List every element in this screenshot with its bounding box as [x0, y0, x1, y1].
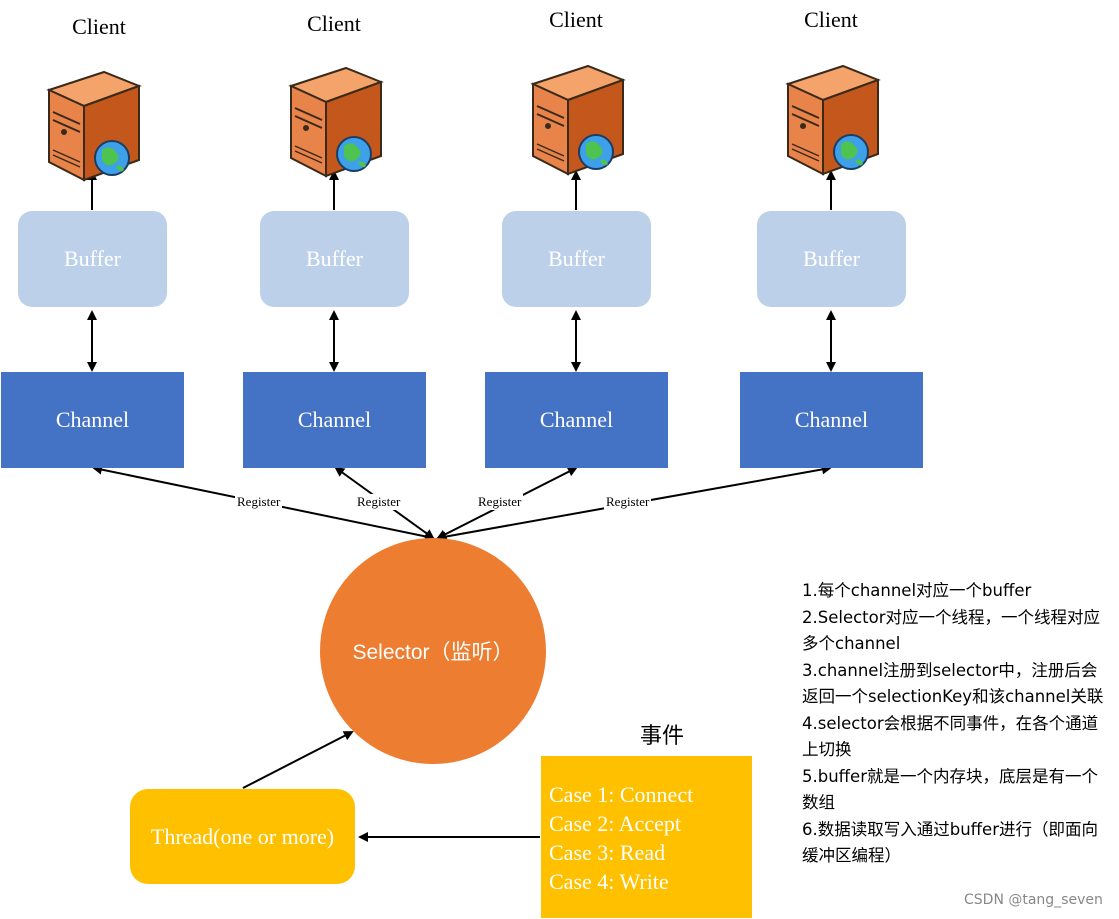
register-label: Register [476, 494, 524, 510]
note-item: 1.每个channel对应一个buffer [802, 581, 1032, 600]
event-case: Case 1: Connect [549, 782, 694, 807]
globe-icon [336, 136, 372, 172]
note-item: 6.数据读取写入通过buffer进行（即面向缓冲区编程） [802, 819, 1098, 866]
register-label: Register [604, 494, 652, 510]
server-icon [785, 64, 881, 176]
event-case: Case 2: Accept [549, 811, 681, 836]
buffer-box: Buffer [502, 211, 651, 307]
buffer-box: Buffer [260, 211, 409, 307]
channel-box: Channel [243, 372, 426, 468]
note-item: 3.channel注册到selector中，注册后会返回一个selectionK… [802, 660, 1104, 707]
watermark: CSDN @tang_seven [964, 892, 1103, 908]
server-icon [530, 64, 626, 176]
globe-icon [578, 134, 614, 170]
server-icon [46, 70, 142, 182]
server-icon [288, 66, 384, 178]
channel-box: Channel [740, 372, 923, 468]
register-label: Register [355, 494, 403, 510]
globe-icon [94, 140, 130, 176]
notes-list: 1.每个channel对应一个buffer 2.Selector对应一个线程，一… [802, 578, 1112, 870]
thread-to-selector-arrow [242, 731, 354, 789]
note-item: 4.selector会根据不同事件，在各个通道上切换 [802, 713, 1099, 760]
client-label: Client [307, 11, 361, 36]
selector-circle: Selector（监听） [320, 538, 546, 764]
buffer-box: Buffer [18, 211, 167, 307]
client-label: Client [549, 7, 603, 32]
channel-box: Channel [485, 372, 668, 468]
events-box: Case 1: Connect Case 2: Accept Case 3: R… [541, 756, 752, 918]
client-label: Client [804, 7, 858, 32]
register-label: Register [235, 494, 283, 510]
event-case: Case 3: Read [549, 840, 666, 865]
note-item: 2.Selector对应一个线程，一个线程对应多个channel [802, 607, 1101, 654]
note-item: 5.buffer就是一个内存块，底层是有一个数组 [802, 766, 1098, 813]
events-title: 事件 [640, 724, 685, 749]
client-label: Client [72, 14, 126, 39]
thread-box: Thread(one or more) [130, 789, 355, 884]
event-case: Case 4: Write [549, 869, 669, 894]
buffer-box: Buffer [757, 211, 906, 307]
channel-box: Channel [1, 372, 184, 468]
globe-icon [833, 134, 869, 170]
